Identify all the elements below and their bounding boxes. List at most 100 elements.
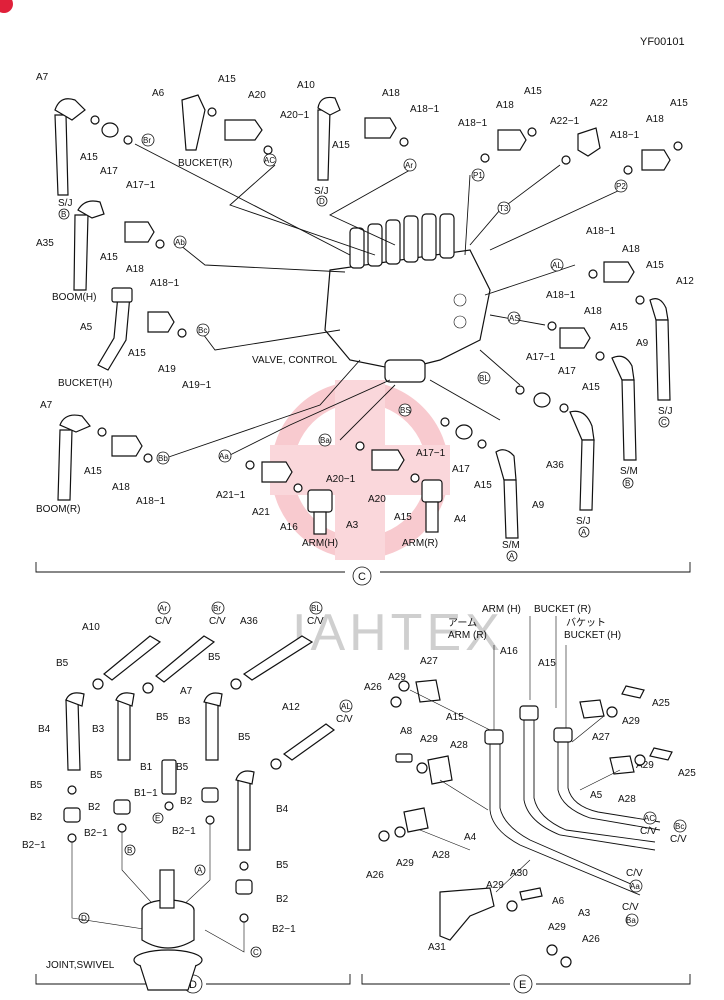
- e-part-a4: A4: [464, 832, 477, 843]
- part-a19-1: A19−1: [182, 380, 212, 391]
- d-part-b1-1: B1−1: [134, 788, 158, 799]
- port-al-badge: [550, 258, 564, 272]
- hose-a3-c: [307, 489, 333, 535]
- part-a18-f: A18: [622, 244, 640, 255]
- section-c-bracket-right: [380, 562, 691, 573]
- fitting-a19: [147, 311, 187, 338]
- port-aa-badge: [218, 449, 232, 463]
- port-bl-badge: [477, 371, 491, 385]
- d-part-b2-farright: B2: [276, 894, 289, 905]
- e-port-aa-badge: [629, 879, 643, 893]
- part-a17-1-right: A17−1: [526, 352, 556, 363]
- hose-a12-c: [649, 298, 671, 401]
- d-part-b3-left: B3: [92, 724, 105, 735]
- d-port-bl: BL: [311, 604, 321, 613]
- d-part-b2-right: B2: [180, 796, 193, 807]
- d-part-b5-c: B5: [208, 652, 221, 663]
- hose-a7-top: [54, 98, 100, 196]
- part-a17-mid: A17: [452, 464, 470, 475]
- e-part-a31: A31: [428, 942, 446, 953]
- d-hose-a10: [92, 635, 162, 690]
- label-sm-b: S/M: [620, 466, 638, 477]
- part-a18-c: A18: [112, 482, 130, 493]
- part-a17-1b: A17−1: [126, 180, 156, 191]
- d-part-b5-b: B5: [156, 712, 169, 723]
- d-part-b3-right: B3: [178, 716, 191, 727]
- part-a15-3: A15: [332, 140, 350, 151]
- e-port-aa: Aa: [630, 882, 640, 891]
- port-a-sj: A: [581, 528, 587, 537]
- port-bl: BL: [479, 374, 489, 383]
- part-a18-1-g: A18−1: [546, 290, 576, 301]
- hose-a7-boomr: [57, 414, 107, 501]
- watermark-logo: [270, 380, 450, 560]
- port-p1-badge: [471, 168, 485, 182]
- d-b2-farright: [235, 861, 253, 923]
- fitting-a18-f: [588, 261, 645, 305]
- e-part-a29-e: A29: [396, 858, 414, 869]
- part-a16-c: A16: [280, 522, 298, 533]
- d-part-b5-f: B5: [90, 770, 103, 781]
- d-port-b-badge: [124, 844, 136, 856]
- port-c-sj: C: [661, 418, 667, 427]
- d-port-al: AL: [341, 702, 351, 711]
- d-part-b1: B1: [140, 762, 153, 773]
- e-part-a26-b: A26: [366, 870, 384, 881]
- d-hose-a36: [230, 635, 314, 690]
- d-cv-4: C/V: [336, 714, 353, 725]
- section-e-badge: [513, 974, 533, 994]
- part-a17-right: A17: [558, 366, 576, 377]
- d-cv-2: C/V: [209, 616, 226, 627]
- part-a4-c: A4: [454, 514, 467, 525]
- d-hose-a12: [270, 723, 336, 770]
- d-part-b2-1-mid: B2−1: [84, 828, 108, 839]
- figure-code: YF00101: [640, 36, 685, 48]
- part-a15-8: A15: [474, 480, 492, 491]
- d-part-b5-h: B5: [276, 860, 289, 871]
- d-port-a-badge: [194, 864, 206, 876]
- port-br: Br: [143, 136, 151, 145]
- part-a9-smb: A9: [636, 338, 649, 349]
- d-part-b5-e: B5: [30, 780, 43, 791]
- fitting-a18-b: [124, 221, 165, 249]
- d-port-ar: Ar: [159, 604, 167, 613]
- hose-a35: [73, 200, 105, 291]
- e-part-a28-a: A28: [450, 740, 468, 751]
- e-part-a30: A30: [510, 868, 528, 879]
- port-b-badge: [58, 208, 70, 220]
- e-cv-bc: C/V: [670, 834, 687, 845]
- port-ac: AC: [264, 156, 275, 165]
- e-leaders: [409, 689, 621, 893]
- part-a15-12: A15: [610, 322, 628, 333]
- section-e-bracket: [361, 974, 510, 985]
- d-port-al-badge: [339, 699, 353, 713]
- label-sj-b: S/J: [58, 198, 72, 209]
- d-b2-left: [63, 807, 81, 843]
- fitting-a17-top: [101, 122, 133, 145]
- fitting-a20-bottom: [355, 441, 405, 471]
- label-sj-d: S/J: [314, 186, 328, 197]
- control-valve: [324, 213, 491, 383]
- hose-a5-c: [97, 287, 133, 371]
- port-b: B: [61, 210, 66, 219]
- port-br-badge: [141, 133, 155, 147]
- label-arm-h: ARM(H): [302, 538, 338, 549]
- d-cv-1: C/V: [155, 616, 172, 627]
- port-ba-badge: [318, 433, 332, 447]
- corner-marker: [0, 0, 13, 13]
- label-arm-r: ARM(R): [402, 538, 438, 549]
- port-c-badge-sj: [658, 416, 670, 428]
- part-a18-1-d: A18−1: [458, 118, 488, 129]
- e-part-a29-c: A29: [622, 716, 640, 727]
- part-a20-1: A20: [248, 90, 266, 101]
- e-port-bc-badge: [673, 819, 687, 833]
- e-header-bucket-h: BUCKET (H): [564, 630, 621, 641]
- e-part-a29-d: A29: [636, 760, 654, 771]
- d-part-b4-right: B4: [276, 804, 289, 815]
- e-part-a15-b: A15: [446, 712, 464, 723]
- e-part-a28-b: A28: [618, 794, 636, 805]
- e-header-arm-r: ARM (R): [448, 630, 487, 641]
- port-bc: Bc: [198, 326, 207, 335]
- e-part-a5: A5: [590, 790, 603, 801]
